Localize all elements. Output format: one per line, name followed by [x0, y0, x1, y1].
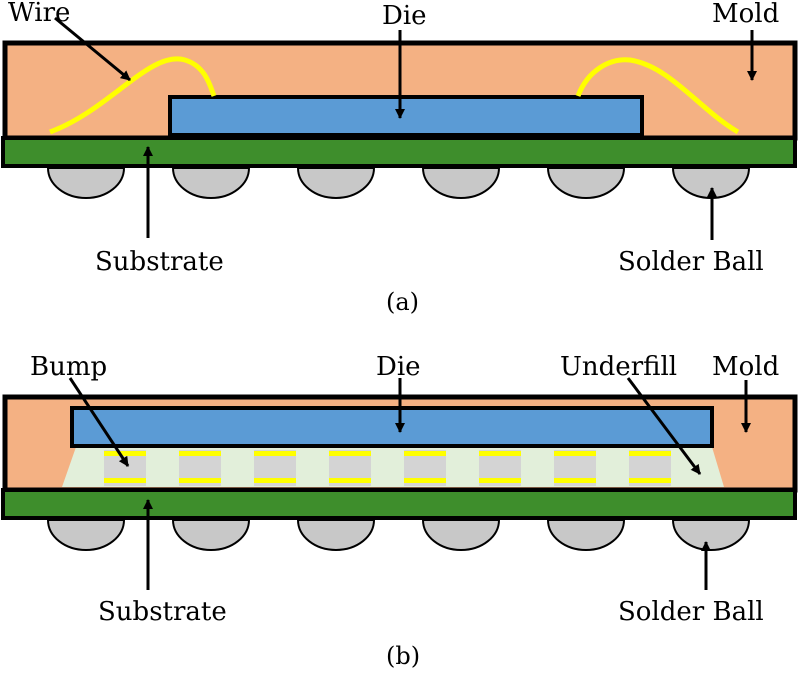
bump-arrow [68, 377, 130, 467]
bump [329, 450, 371, 486]
solder-ball [46, 167, 126, 199]
bump [629, 450, 671, 486]
flip-chip-package: Bump Die Underfill Mold Substrate Solder… [1, 352, 798, 670]
substrate [1, 136, 797, 168]
solder-ball [171, 167, 251, 199]
bump [104, 450, 146, 486]
underfill [62, 447, 724, 487]
wire-bond-package: Wire Die Mold Substrate Solder Ball (a) [1, 0, 798, 316]
underfill-label: Underfill [560, 352, 677, 382]
substrate-label: Substrate [95, 247, 224, 277]
die-label: Die [376, 352, 421, 382]
caption-a: (a) [386, 288, 419, 316]
bump [554, 450, 596, 486]
solder-ball [546, 519, 626, 551]
solder-ball [546, 167, 626, 199]
solder-ball-label: Solder Ball [618, 247, 764, 277]
bump [479, 450, 521, 486]
bond-wire-left [49, 56, 217, 135]
solder-ball [421, 167, 501, 199]
solder-ball [296, 519, 376, 551]
caption-b: (b) [386, 642, 420, 670]
substrate-label: Substrate [98, 597, 227, 627]
bump [404, 450, 446, 486]
wire-arrow [54, 16, 131, 82]
solder-ball [421, 519, 501, 551]
solder-ball-label: Solder Ball [618, 597, 764, 627]
mold-label: Mold [712, 0, 779, 29]
mold-label: Mold [712, 352, 779, 382]
bump-label: Bump [30, 352, 107, 382]
solder-ball [171, 519, 251, 551]
die [168, 95, 644, 137]
solder-ball [46, 519, 126, 551]
bump [254, 450, 296, 486]
bond-wire-right [575, 57, 740, 135]
wire-label: Wire [8, 0, 70, 28]
solder-ball [671, 519, 751, 551]
substrate [1, 488, 797, 520]
underfill-arrow [626, 377, 702, 475]
solder-ball [296, 167, 376, 199]
die [70, 406, 714, 448]
die-label: Die [382, 1, 427, 31]
bump [179, 450, 221, 486]
